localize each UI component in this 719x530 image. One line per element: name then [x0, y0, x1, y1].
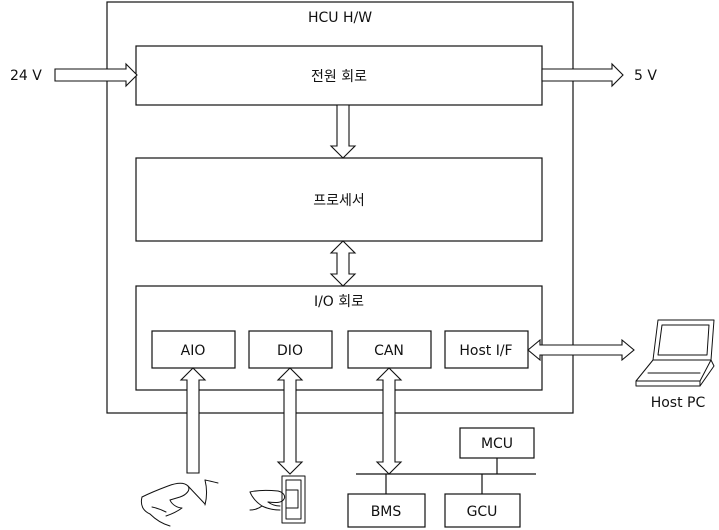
gcu-label: GCU	[467, 504, 498, 520]
aio-input-arrow	[179, 367, 207, 474]
hcu-title: HCU H/W	[308, 10, 372, 26]
dio-arrow	[276, 367, 304, 475]
input-power-arrow	[54, 62, 138, 88]
power-circuit-label: 전원 회로	[311, 69, 367, 85]
hand-pedal-icon	[140, 479, 219, 527]
processor-block	[135, 157, 543, 242]
voltage-in-label: 24 V	[10, 68, 42, 84]
processor-label: 프로세서	[313, 193, 365, 209]
dio-module	[248, 330, 333, 369]
aio-label: AIO	[181, 343, 206, 359]
host-if-module	[444, 330, 529, 369]
bms-label: BMS	[371, 504, 402, 520]
can-label: CAN	[374, 343, 404, 359]
dio-label: DIO	[277, 343, 303, 359]
gcu-box	[444, 493, 521, 528]
host-pc-label: Host PC	[651, 395, 706, 411]
laptop-icon	[635, 319, 715, 387]
output-power-arrow	[541, 62, 624, 88]
processor-io-arrow	[329, 240, 357, 287]
mcu-label: MCU	[481, 436, 513, 452]
mcu-box	[459, 427, 535, 459]
voltage-out-label: 5 V	[634, 68, 657, 84]
hand-switch-icon	[249, 475, 306, 524]
power-circuit-block	[135, 45, 543, 106]
host-if-label: Host I/F	[459, 343, 512, 359]
power-to-processor-arrow	[329, 104, 357, 159]
bms-box	[347, 493, 426, 528]
host-pc-arrow	[527, 338, 635, 362]
io-circuit-label: I/O 회로	[314, 294, 364, 310]
